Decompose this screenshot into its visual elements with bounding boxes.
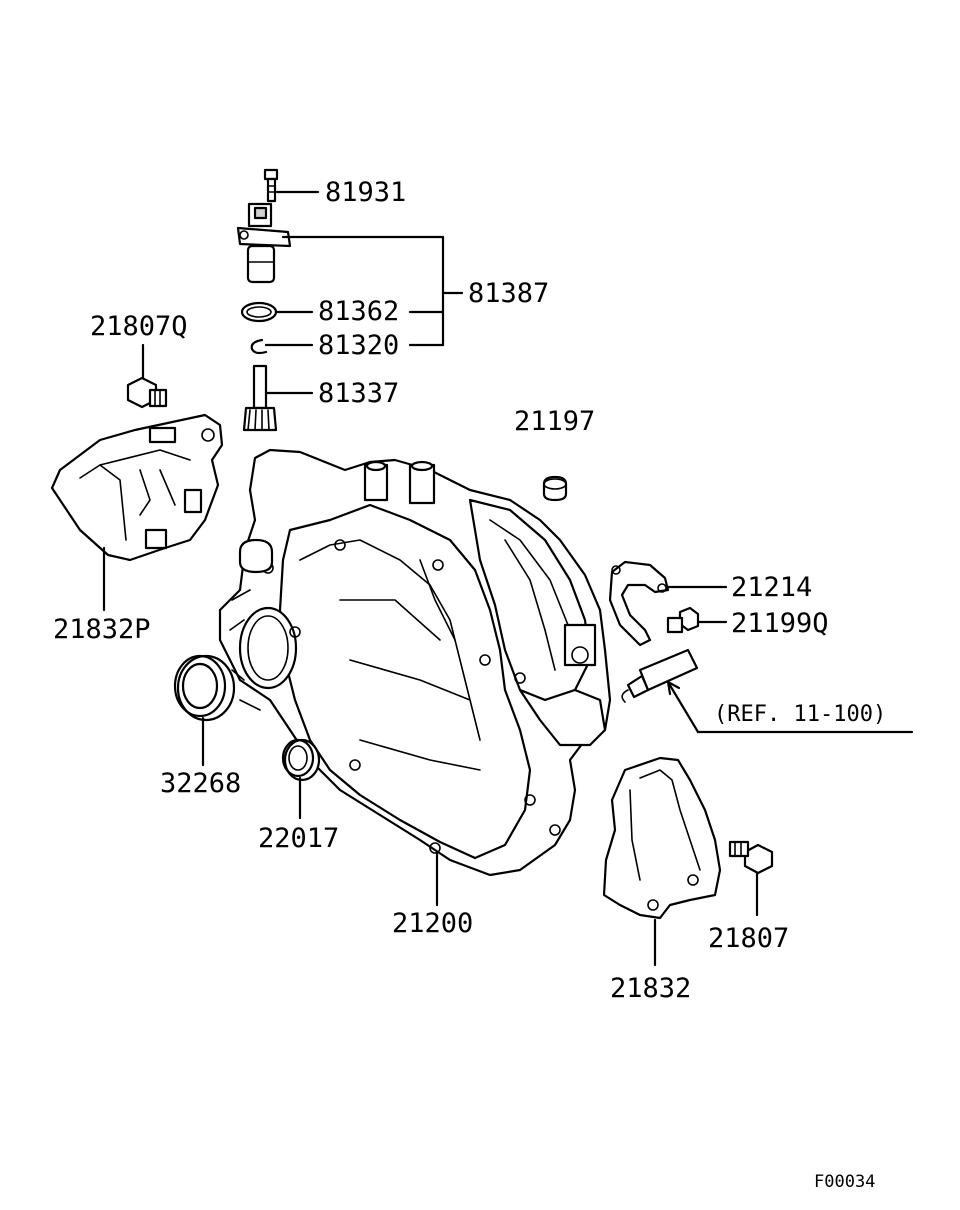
part-number-81320[interactable]: 81320 — [318, 330, 400, 361]
reference-note[interactable]: (REF. 11-100) — [714, 702, 887, 727]
part-number-81362[interactable]: 81362 — [318, 296, 400, 327]
bolt-21807q-drawing — [126, 343, 168, 409]
clip-81320-drawing — [250, 338, 268, 355]
cover-21832-drawing — [602, 756, 722, 967]
part-number-21807q[interactable]: 21807Q — [90, 311, 188, 342]
part-number-81931[interactable]: 81931 — [325, 177, 407, 208]
bracket-21214-drawing — [608, 560, 728, 647]
part-number-21200[interactable]: 21200 — [392, 908, 474, 939]
part-number-81337[interactable]: 81337 — [318, 378, 400, 409]
bolt-81931-drawing — [263, 168, 279, 203]
oil-seal-22017-drawing — [281, 738, 321, 820]
part-number-21832p[interactable]: 21832P — [53, 614, 151, 645]
part-number-21832[interactable]: 21832 — [610, 973, 692, 1004]
transaxle-case-21200-drawing — [218, 448, 612, 907]
driven-gear-81337-drawing — [242, 364, 278, 432]
plug-21197-drawing — [542, 475, 568, 502]
part-number-22017[interactable]: 22017 — [258, 823, 340, 854]
part-number-21199q[interactable]: 21199Q — [731, 608, 829, 639]
sealant-tube-drawing — [621, 648, 914, 734]
oil-seal-32268-drawing — [173, 654, 236, 767]
part-number-32268[interactable]: 32268 — [160, 768, 242, 799]
part-number-21197[interactable]: 21197 — [514, 406, 596, 437]
bracket-21832p-drawing — [50, 413, 224, 612]
part-number-21214[interactable]: 21214 — [731, 572, 813, 603]
part-number-21807[interactable]: 21807 — [708, 923, 790, 954]
bolt-21199q-drawing — [666, 606, 728, 634]
speed-sensor-81387-drawing — [236, 202, 292, 284]
part-number-81387[interactable]: 81387 — [468, 278, 550, 309]
figure-code: F00034 — [814, 1172, 876, 1192]
bolt-21807-drawing — [728, 840, 774, 917]
sensor-group-bracket — [264, 190, 464, 395]
